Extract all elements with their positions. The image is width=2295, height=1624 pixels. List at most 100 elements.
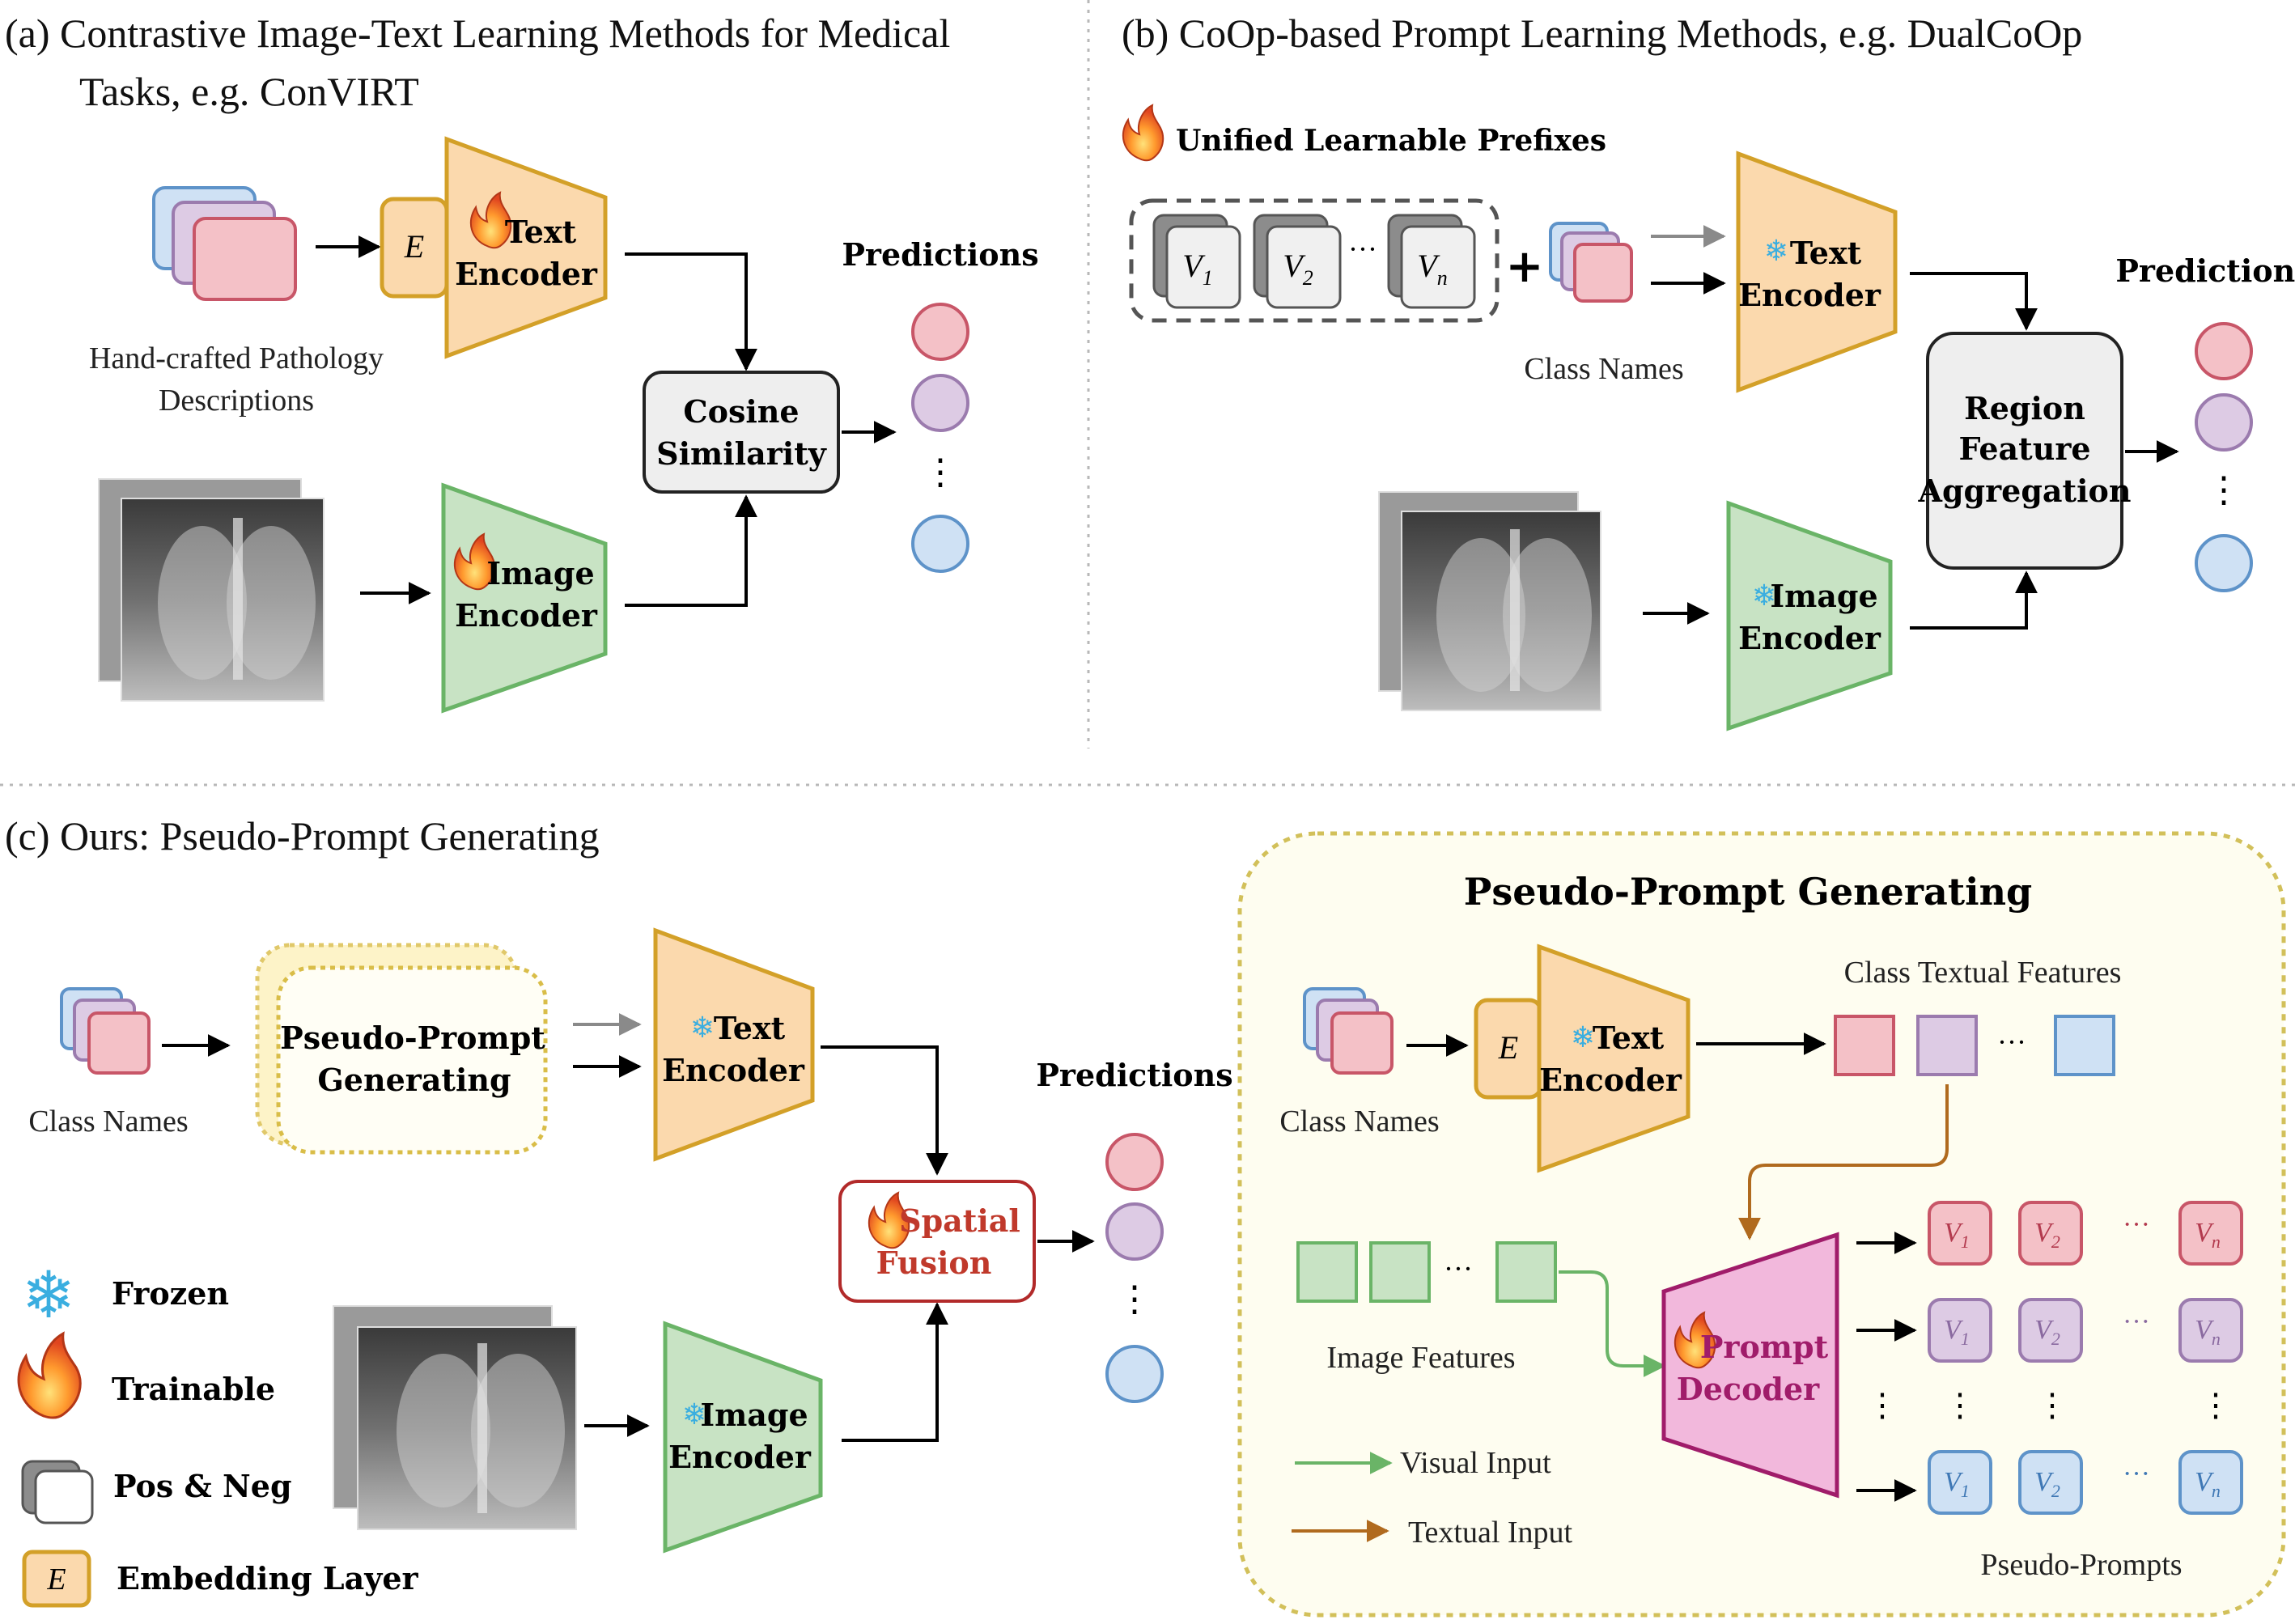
class-names-stack-icon: [1549, 222, 1633, 303]
cosine-similarity-box: [643, 371, 840, 494]
legend-embedding: Embedding Layer: [117, 1560, 419, 1596]
text-encoder-trapezoid: [653, 927, 815, 1162]
prediction-circle-blue: [911, 515, 969, 573]
xray-image-stack: [98, 478, 325, 702]
region-feature-aggregation-box: [1926, 332, 2123, 570]
text-encoder-trapezoid: [1537, 943, 1690, 1173]
token-vn-label: Vn: [1417, 248, 1447, 290]
region-label-3: Aggregation: [1918, 473, 2132, 509]
region-label-2: Feature: [1958, 430, 2090, 467]
snowflake-icon: ❄: [21, 1257, 75, 1333]
class-names-label: Class Names: [1524, 352, 1683, 386]
predictions-label: Predictions: [1036, 1057, 1232, 1093]
class-names-stack-icon: [60, 987, 151, 1075]
snowflake-icon: ❄: [690, 1011, 715, 1045]
cosine-label-1: Cosine: [683, 393, 799, 430]
flame-icon: [469, 191, 512, 249]
ppg-box-front: [276, 965, 548, 1155]
text-encoder-label-1: Text: [1790, 235, 1862, 271]
flame-icon: [17, 1331, 82, 1419]
image-feature-n: [1495, 1241, 1557, 1303]
vdots: ⋮: [1944, 1387, 1976, 1423]
pseudo-prompt-row-pink: V1 V2 ··· Vn: [1928, 1201, 2243, 1266]
token-v1: [1152, 214, 1241, 309]
embedding-letter: E: [1498, 1029, 1518, 1066]
textual-input-label: Textual Input: [1408, 1516, 1573, 1550]
image-feature-ellipsis: ···: [1444, 1253, 1473, 1285]
vdots: ⋮: [2200, 1387, 2232, 1423]
image-encoder-label-1: Image: [486, 555, 594, 592]
vdots: ⋮: [2036, 1387, 2068, 1423]
arrow-text-to-cosine: [625, 252, 757, 371]
desc-label-1: Hand-crafted Pathology: [89, 341, 384, 375]
text-encoder-label-2: Encoder: [662, 1052, 805, 1088]
cosine-label-2: Similarity: [656, 435, 827, 472]
text-doc-stack-icon: [152, 186, 297, 301]
pg-text-encoder-label-1: Text: [1593, 1020, 1665, 1056]
snowflake-icon: ❄: [1571, 1021, 1595, 1054]
prediction-vdots: ⋮: [2206, 470, 2242, 510]
panel-b-title: (b) CoOp-based Prompt Learning Methods, …: [1122, 11, 2082, 56]
prediction-vdots: ⋮: [923, 452, 958, 492]
arrow-image-to-region: [1910, 570, 2038, 630]
region-label-1: Region: [1964, 390, 2085, 426]
pg-text-encoder-label-2: Encoder: [1539, 1062, 1682, 1098]
image-encoder-label-2: Encoder: [668, 1439, 812, 1475]
prediction-circle-pink: [2195, 322, 2253, 380]
panel-c-title: (c) Ours: Pseudo-Prompt Generating: [5, 813, 600, 859]
image-feature-1: [1296, 1241, 1358, 1303]
token-vn: [1387, 214, 1476, 309]
embedding-legend-box: [22, 1550, 91, 1608]
pos-neg-icon: [21, 1460, 94, 1524]
arrow-text-to-region: [1910, 272, 2038, 331]
prompt-row-ellipsis: ···: [2123, 1459, 2150, 1489]
decoder-label-1: Prompt: [1700, 1329, 1829, 1365]
text-encoder-label-1: Text: [714, 1010, 786, 1046]
image-feature-2: [1369, 1241, 1431, 1303]
textual-feature-pink: [1834, 1015, 1895, 1076]
pg-class-names-label: Class Names: [1279, 1105, 1439, 1138]
text-encoder-trapezoid: [1736, 151, 1898, 393]
xray-image-stack: [1378, 491, 1601, 711]
decoder-label-2: Decoder: [1677, 1371, 1820, 1407]
prediction-circle-purple: [911, 374, 969, 432]
textual-feature-purple: [1916, 1015, 1978, 1076]
textual-feature-ellipsis: ···: [1997, 1026, 2026, 1058]
snowflake-icon: ❄: [682, 1398, 706, 1431]
token-ellipsis: ···: [1348, 233, 1377, 265]
spatial-fusion-box: [838, 1180, 1036, 1303]
legend: ❄ Frozen Trainable Pos & Neg E Embedding…: [17, 1257, 419, 1608]
arrow-text-to-fusion: [821, 1045, 948, 1176]
predictions-label: Predictions: [2115, 252, 2295, 289]
text-encoder-label-2: Encoder: [1738, 277, 1881, 313]
panel-b: (b) CoOp-based Prompt Learning Methods, …: [1122, 11, 2295, 731]
pseudo-prompt-row-blue: V1 V2 ··· Vn: [1928, 1450, 2243, 1515]
text-encoder-label-1: Text: [505, 214, 577, 250]
prompt-row-ellipsis: ···: [2123, 1307, 2150, 1337]
plus-sign: +: [1506, 240, 1544, 293]
snowflake-icon: ❄: [1764, 235, 1788, 268]
class-names-label: Class Names: [28, 1105, 188, 1138]
image-encoder-trapezoid: [663, 1321, 823, 1554]
pg-panel: Pseudo-Prompt Generating Class Names E ❄…: [1237, 831, 2286, 1618]
fusion-label-1: Spatial: [899, 1202, 1020, 1239]
embedding-letter: E: [404, 228, 424, 265]
panel-c: (c) Ours: Pseudo-Prompt Generating Class…: [5, 813, 1233, 1554]
flame-icon: [1674, 1311, 1716, 1369]
image-encoder-trapezoid: [1726, 500, 1893, 731]
token-v1-label: V1: [1182, 248, 1212, 290]
panel-a: (a) Contrastive Image-Text Learning Meth…: [5, 11, 1039, 714]
prediction-circle-blue: [2195, 534, 2253, 592]
fusion-label-2: Fusion: [876, 1245, 992, 1281]
prediction-circle-pink: [1105, 1133, 1164, 1191]
prediction-circle-purple: [1105, 1202, 1164, 1261]
image-encoder-label-1: Image: [700, 1397, 808, 1433]
image-encoder-label-2: Encoder: [1738, 620, 1881, 656]
visual-input-label: Visual Input: [1400, 1446, 1551, 1480]
legend-frozen: Frozen: [112, 1275, 229, 1312]
predictions-label: Predictions: [842, 236, 1038, 273]
embedding-legend-letter: E: [46, 1563, 66, 1596]
flame-icon: [868, 1191, 910, 1249]
